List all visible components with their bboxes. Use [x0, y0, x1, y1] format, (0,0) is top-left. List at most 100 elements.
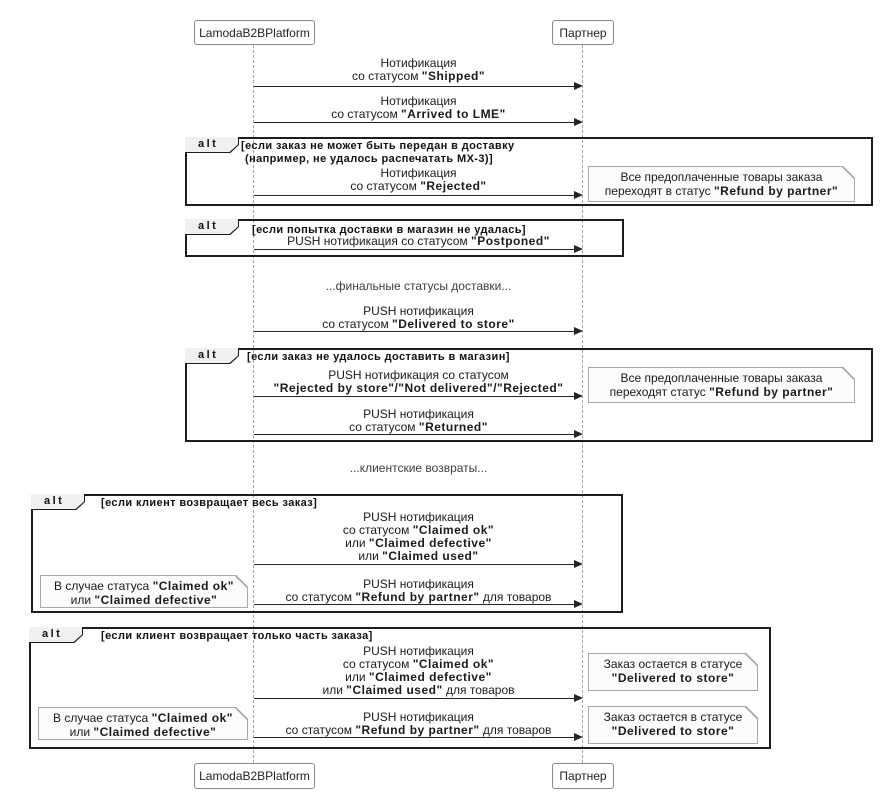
note-stays-delivered-2: Заказ остается в статусе "Delivered to s…: [588, 706, 758, 744]
message-line: PUSH нотификация: [363, 644, 474, 658]
message-returned: PUSH нотификация со статусом "Returned": [254, 408, 583, 434]
message-line: со статусом "Returned": [349, 420, 488, 434]
note-fold-icon: [745, 653, 758, 666]
alt-tab-fill: [185, 137, 238, 152]
arrowhead-icon: [574, 560, 583, 568]
message-line: PUSH нотификация со статусом "Postponed": [287, 234, 550, 248]
message-arrow: [254, 327, 583, 335]
alt-label: alt: [42, 628, 63, 640]
message-postponed: PUSH нотификация со статусом "Postponed": [254, 235, 583, 248]
message-line: со статусом "Delivered to store": [322, 317, 515, 331]
message-line: или "Claimed used" для товаров: [322, 683, 515, 697]
alt-label: alt: [198, 349, 219, 361]
participant-platform-bottom: LamodaB2BPlatform: [194, 763, 315, 789]
arrowhead-icon: [574, 694, 583, 702]
note-line: или "Claimed defective": [70, 593, 218, 607]
lifeline-partner: [582, 45, 583, 763]
participant-label: Партнер: [559, 25, 607, 40]
message-rejected: Нотификация со статусом "Rejected": [254, 167, 583, 193]
note-fold-icon: [235, 707, 248, 720]
message-line: Нотификация: [380, 166, 457, 180]
message-line: со статусом "Shipped": [351, 69, 486, 83]
note-fold-icon: [842, 367, 855, 380]
alt-tab-fill: [185, 348, 238, 363]
guard-line: [если клиент возвращает только часть зак…: [101, 630, 373, 642]
alt-tab-fill: [185, 219, 238, 234]
guard-cannot-deliver: [если заказ не может быть передан в дост…: [241, 140, 515, 165]
message-delivered-to-store: PUSH нотификация со статусом "Delivered …: [254, 305, 583, 331]
alt-tab: alt: [29, 627, 83, 643]
note-fold-icon: [842, 166, 855, 179]
arrowhead-icon: [574, 430, 583, 438]
alt-label: alt: [198, 138, 219, 150]
note-stays-delivered-1: Заказ остается в статусе "Delivered to s…: [588, 653, 758, 691]
message-line: PUSH нотификация: [363, 304, 474, 318]
message-line: со статусом "Claimed ok": [342, 657, 495, 671]
participant-label: LamodaB2BPlatform: [199, 25, 310, 40]
alt-tab-fill: [29, 627, 82, 642]
arrowhead-icon: [574, 118, 583, 126]
message-line: PUSH нотификация со статусом: [328, 368, 509, 382]
note-claimed-case-2: В случае статуса "Claimed ok" или "Claim…: [38, 707, 248, 740]
message-arrived-lme: Нотификация со статусом "Arrived to LME": [254, 95, 583, 121]
message-line: PUSH нотификация: [363, 510, 474, 524]
arrowhead-icon: [574, 600, 583, 608]
arrowhead-icon: [574, 392, 583, 400]
message-arrow: [254, 118, 583, 126]
message-line: PUSH нотификация: [363, 407, 474, 421]
lifeline-platform: [253, 45, 254, 763]
guard-delivery-attempt-failed: [если попытка доставки в магазин не удал…: [252, 224, 526, 237]
message-arrow: [254, 191, 583, 199]
note-line: или "Claimed defective": [69, 725, 217, 739]
guard-line: (например, не удалось распечатать МХ-3)]: [245, 152, 494, 165]
note-fold-icon: [745, 706, 758, 719]
message-line: со статусом "Claimed ok": [342, 523, 495, 537]
alt-tab: alt: [185, 137, 239, 153]
alt-frame-delivery-attempt-failed: alt: [185, 219, 624, 257]
guard-line: [если заказ не удалось доставить в магаз…: [247, 351, 510, 363]
message-line: или "Claimed defective": [345, 670, 492, 684]
note-refund-by-partner-2: Все предоплаченные товары заказа переход…: [588, 367, 855, 403]
message-line: Нотификация: [380, 56, 457, 70]
note-line: Все предоплаченные товары заказа: [620, 170, 823, 184]
message-claimed-full: PUSH нотификация со статусом "Claimed ok…: [254, 511, 583, 563]
divider-final-delivery-statuses: ...финальные статусы доставки...: [325, 279, 512, 293]
alt-frame-full-return: alt: [31, 494, 623, 613]
message-line: PUSH нотификация: [363, 577, 474, 591]
alt-label: alt: [44, 495, 65, 507]
guard-full-return: [если клиент возвращает весь заказ]: [101, 497, 317, 510]
arrowhead-icon: [574, 191, 583, 199]
message-line: или "Claimed defective": [345, 536, 492, 550]
alt-frame-partial-return: alt: [29, 627, 771, 749]
guard-line: [если клиент возвращает весь заказ]: [101, 497, 318, 509]
note-fold-icon: [235, 575, 248, 588]
message-line: со статусом "Arrived to LME": [331, 107, 506, 121]
participant-label: LamodaB2BPlatform: [199, 769, 310, 783]
guard-line: [если заказ не может быть передан в дост…: [241, 140, 515, 152]
alt-tab: alt: [185, 219, 239, 235]
message-line: "Rejected by store"/"Not delivered"/"Rej…: [273, 381, 564, 395]
message-line: со статусом "Rejected": [350, 179, 487, 193]
message-arrow: [254, 430, 583, 438]
participant-label: Партнер: [559, 769, 607, 783]
message-arrow: [254, 733, 583, 741]
message-refund-partial: PUSH нотификация со статусом "Refund by …: [254, 711, 583, 737]
note-line: переходят статус "Refund by partner": [609, 385, 834, 399]
guard-not-delivered: [если заказ не удалось доставить в магаз…: [247, 351, 510, 364]
guard-partial-return: [если клиент возвращает только часть зак…: [101, 630, 373, 643]
message-arrow: [254, 560, 583, 568]
note-line: В случае статуса "Claimed ok": [54, 579, 234, 593]
participant-partner-top: Партнер: [552, 20, 614, 45]
divider-client-returns: ...клиентские возвраты...: [349, 461, 488, 475]
message-arrow: [254, 392, 583, 400]
arrowhead-icon: [574, 327, 583, 335]
note-line: Заказ остается в статусе: [603, 710, 743, 724]
message-line: PUSH нотификация: [363, 710, 474, 724]
alt-frame-cannot-deliver: alt: [185, 137, 873, 206]
alt-tab: alt: [31, 494, 85, 510]
message-line: Нотификация: [380, 94, 457, 108]
message-claimed-partial: PUSH нотификация со статусом "Claimed ok…: [254, 645, 583, 697]
message-arrow: [254, 694, 583, 702]
arrowhead-icon: [574, 245, 583, 253]
